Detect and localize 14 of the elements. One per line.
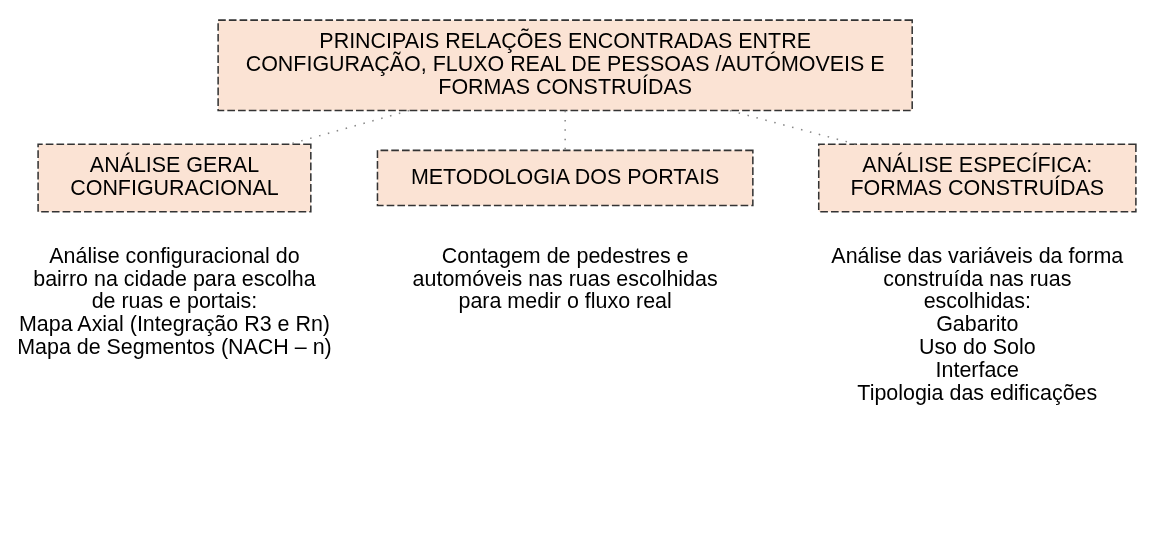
- node-box: ANÁLISE ESPECÍFICA: FORMAS CONSTRUÍDAS: [817, 143, 1137, 213]
- node-label: Análise das variáveis da forma construída nas ruas escolhidas:: [831, 243, 1124, 314]
- node-label: Uso do Solo: [918, 335, 1036, 360]
- node-label: Interface: [935, 358, 1020, 383]
- connector: [729, 109, 857, 145]
- node-box: METODOLOGIA DOS PORTAIS: [376, 149, 754, 207]
- node-box: PRINCIPAIS RELAÇÕES ENCONTRADAS ENTRE CONFIGURAÇÃO, FLUXO REAL DE PESSOAS /AUTÓMOVEIS E FORMAS CONSTRUÍDAS: [217, 19, 913, 112]
- node-box: ANÁLISE GERAL CONFIGURACIONAL: [37, 143, 312, 213]
- node-label: Gabarito: [936, 312, 1019, 337]
- node-label: Tipologia das edificações: [857, 381, 1098, 406]
- node-label: Contagem de pedestres e automóveis nas ruas escolhidas para medir o fluxo real: [412, 243, 718, 314]
- node-label: Mapa Axial (Integração R3 e Rn): [18, 312, 330, 337]
- node-label: Análise configuracional do bairro na cidade para escolha de ruas e portais:: [33, 243, 316, 314]
- node-label: Mapa de Segmentos (NACH – n): [17, 335, 332, 360]
